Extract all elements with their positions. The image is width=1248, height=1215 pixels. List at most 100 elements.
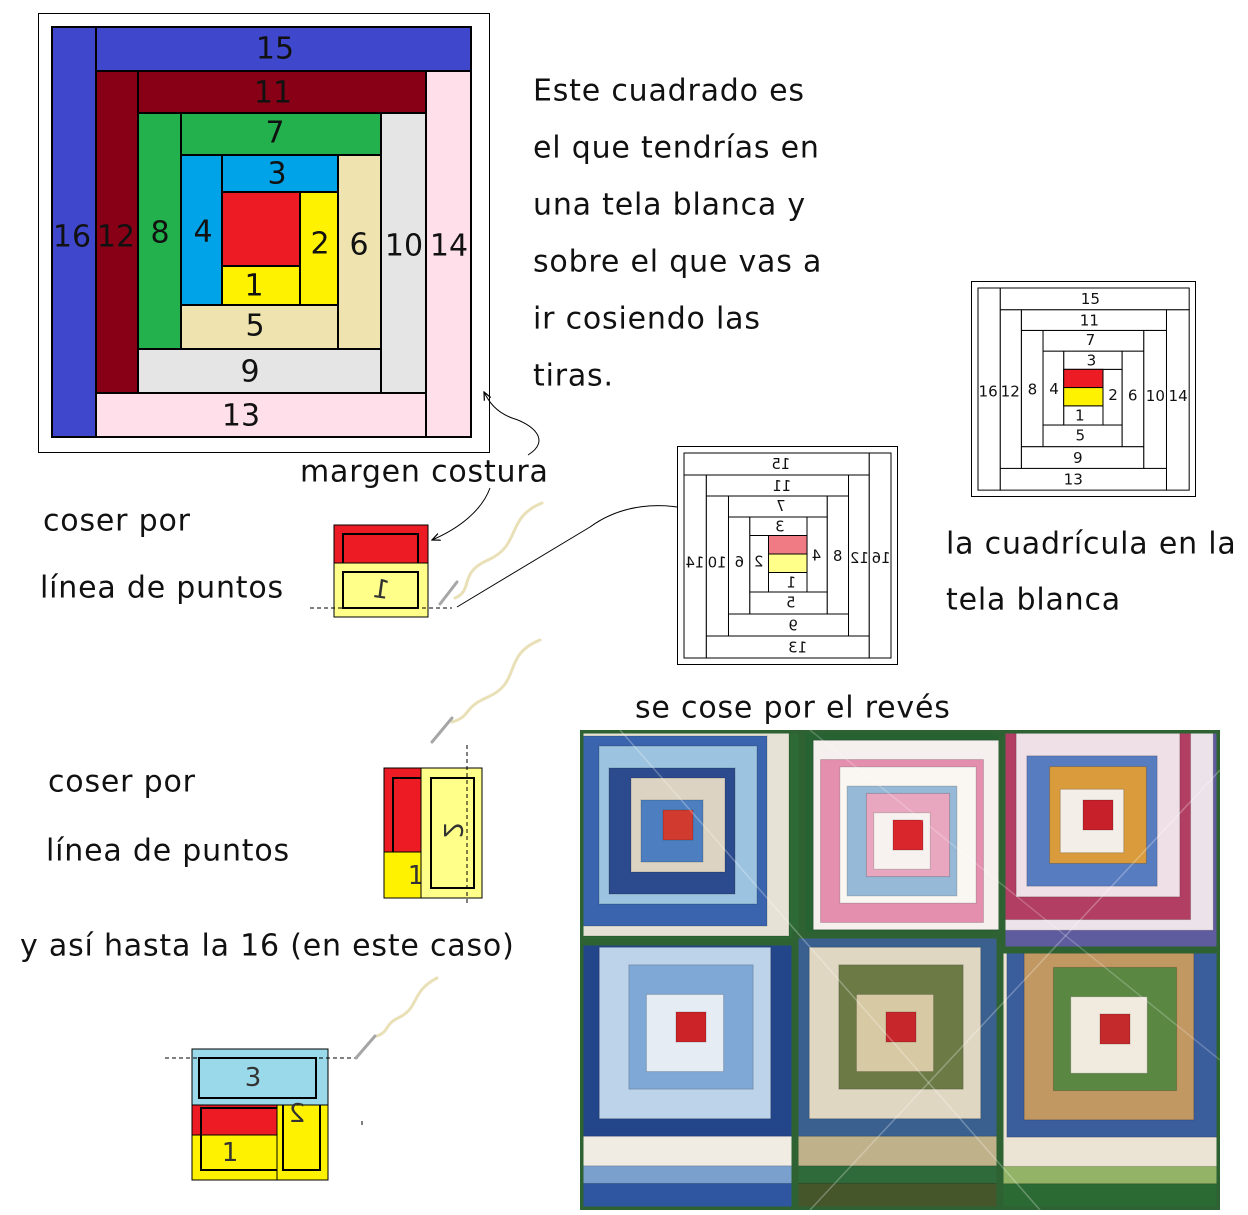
- cloth-grid-caption-line2: tela blanca: [946, 583, 1121, 618]
- reverse-grid-strip-label-6: 6: [735, 553, 744, 571]
- yellow-piece-outline: [200, 1135, 277, 1171]
- cloth-grid-strip-label-9: 9: [1073, 449, 1083, 467]
- reference-strip-label-15: 15: [256, 32, 294, 67]
- quilt-patch: [1070, 996, 1148, 1074]
- reverse-grid-center-top: [767, 535, 808, 555]
- thread: [450, 638, 542, 724]
- description-line: el que tendrías en: [533, 131, 820, 166]
- needle-icon: [354, 1034, 377, 1060]
- step1-piece-diagram: 1: [310, 524, 452, 618]
- cloth-grid-strip-label-4: 4: [1049, 380, 1059, 398]
- yellow-piece: [191, 1134, 278, 1181]
- thread: [375, 976, 439, 1038]
- reference-strip-10: [380, 112, 427, 394]
- piece-label-3: 3: [245, 1063, 262, 1093]
- description-line: sobre el que vas a: [533, 245, 822, 280]
- quilt-patch: [885, 1011, 917, 1043]
- step2-piece-diagram: 1 2: [383, 745, 483, 906]
- repeat-note: y así hasta la 16 (en este caso): [20, 929, 515, 964]
- reference-strip-label-10: 10: [385, 229, 423, 264]
- yellow-strip-2-outline: [430, 777, 475, 889]
- photo-caption: se cose por el revés: [635, 691, 951, 726]
- cloth-grid-center-top: [1063, 368, 1104, 389]
- reverse-grid-strip-label-12: 12: [850, 549, 869, 567]
- reverse-grid-strip-label-16: 16: [872, 549, 891, 567]
- quilt-patch: [1082, 799, 1114, 831]
- reverse-grid-strip-label-2: 2: [754, 552, 763, 570]
- reference-strip-7: [180, 112, 382, 156]
- reverse-grid-strip-label-15: 15: [771, 455, 790, 473]
- reverse-grid-strip-label-8: 8: [833, 547, 842, 565]
- description-line: tiras.: [533, 359, 614, 394]
- reference-strip-label-5: 5: [245, 309, 264, 344]
- cloth-grid-strip-label-15: 15: [1081, 290, 1100, 308]
- description-line: ir cosiendo las: [533, 302, 761, 337]
- reverse-grid-strip-label-13: 13: [788, 638, 807, 656]
- cloth-grid-center-bottom: [1063, 387, 1104, 407]
- description-line: Este cuadrado es: [533, 74, 805, 109]
- needle-icon: [430, 716, 454, 744]
- reference-strip-label-8: 8: [150, 216, 169, 251]
- reference-strip-label-6: 6: [349, 228, 368, 263]
- quilt-block: [802, 732, 1002, 935]
- thread: [453, 501, 544, 600]
- quilting-stitch: [809, 769, 1220, 1210]
- reverse-grid-strip-label-4: 4: [812, 546, 821, 564]
- reverse-grid-strip-16: [868, 452, 892, 659]
- reference-strip-2: [299, 191, 339, 306]
- description-line: una tela blanca y: [533, 188, 806, 223]
- cloth-grid-strip-label-11: 11: [1080, 312, 1099, 330]
- cloth-grid-strip-label-8: 8: [1028, 381, 1038, 399]
- quilting-stitch: [619, 730, 1041, 1210]
- reference-strip-5: [180, 304, 339, 350]
- quilt-block: [795, 935, 1000, 1210]
- reference-strip-16: [51, 26, 97, 438]
- cloth-grid-strip-label-1: 1: [1075, 407, 1085, 425]
- cloth-grid-strip-13: [999, 467, 1168, 491]
- reference-strip-label-12: 12: [97, 220, 135, 255]
- reference-strip-label-9: 9: [240, 355, 259, 390]
- cloth-grid-strip-16: [977, 287, 1001, 491]
- reference-strip-label-13: 13: [222, 399, 260, 434]
- red-piece: [191, 1104, 278, 1136]
- quilt-block: [580, 942, 795, 1210]
- red-piece-outline: [200, 1107, 277, 1135]
- reference-strip-label-16: 16: [53, 220, 91, 255]
- quilt-patch: [675, 1011, 707, 1043]
- cloth-grid-strip-label-12: 12: [1001, 383, 1020, 401]
- reverse-grid-center-bottom: [767, 553, 808, 573]
- cloth-grid-strip-label-10: 10: [1146, 387, 1165, 405]
- quilt-patch: [662, 809, 694, 841]
- reference-strip-label-1: 1: [244, 269, 263, 304]
- description-text: Este cuadrado es el que tendrías en una …: [533, 74, 822, 394]
- reverse-grid-strip-label-5: 5: [786, 593, 795, 611]
- cloth-grid-caption-line1: la cuadrícula en la: [946, 527, 1237, 562]
- yellow-strip-2-outline: [282, 1105, 321, 1171]
- reference-strip-label-3: 3: [267, 157, 286, 192]
- reverse-grid-strip-13: [705, 635, 870, 659]
- piece-label-1: 1: [371, 574, 392, 606]
- reference-strip-13: [95, 392, 427, 438]
- reverse-grid-strip-label-7: 7: [776, 497, 785, 515]
- arrow-to-piece: [432, 487, 491, 540]
- reference-strip-label-4: 4: [193, 215, 212, 250]
- reference-strip-9: [137, 348, 382, 394]
- reverse-grid-strip-label-10: 10: [708, 553, 727, 571]
- piece-label-2: 2: [437, 822, 467, 839]
- quilt-patch: [892, 819, 924, 851]
- red-piece-outline: [342, 533, 419, 563]
- needle-icon: [438, 580, 459, 606]
- quilt-patch: [1099, 1013, 1131, 1045]
- step3-piece-diagram: 3 1 2: [165, 1048, 360, 1181]
- reference-center: [221, 191, 301, 267]
- piece-label-1: 1: [222, 1138, 239, 1168]
- reference-strip-8: [137, 112, 182, 350]
- step2-instruction-line2: línea de puntos: [46, 834, 290, 869]
- red-piece: [333, 524, 429, 564]
- quilt-block: [1000, 950, 1220, 1210]
- cloth-grid-strip-label-14: 14: [1168, 387, 1187, 405]
- cloth-grid-strip-label-3: 3: [1087, 352, 1097, 370]
